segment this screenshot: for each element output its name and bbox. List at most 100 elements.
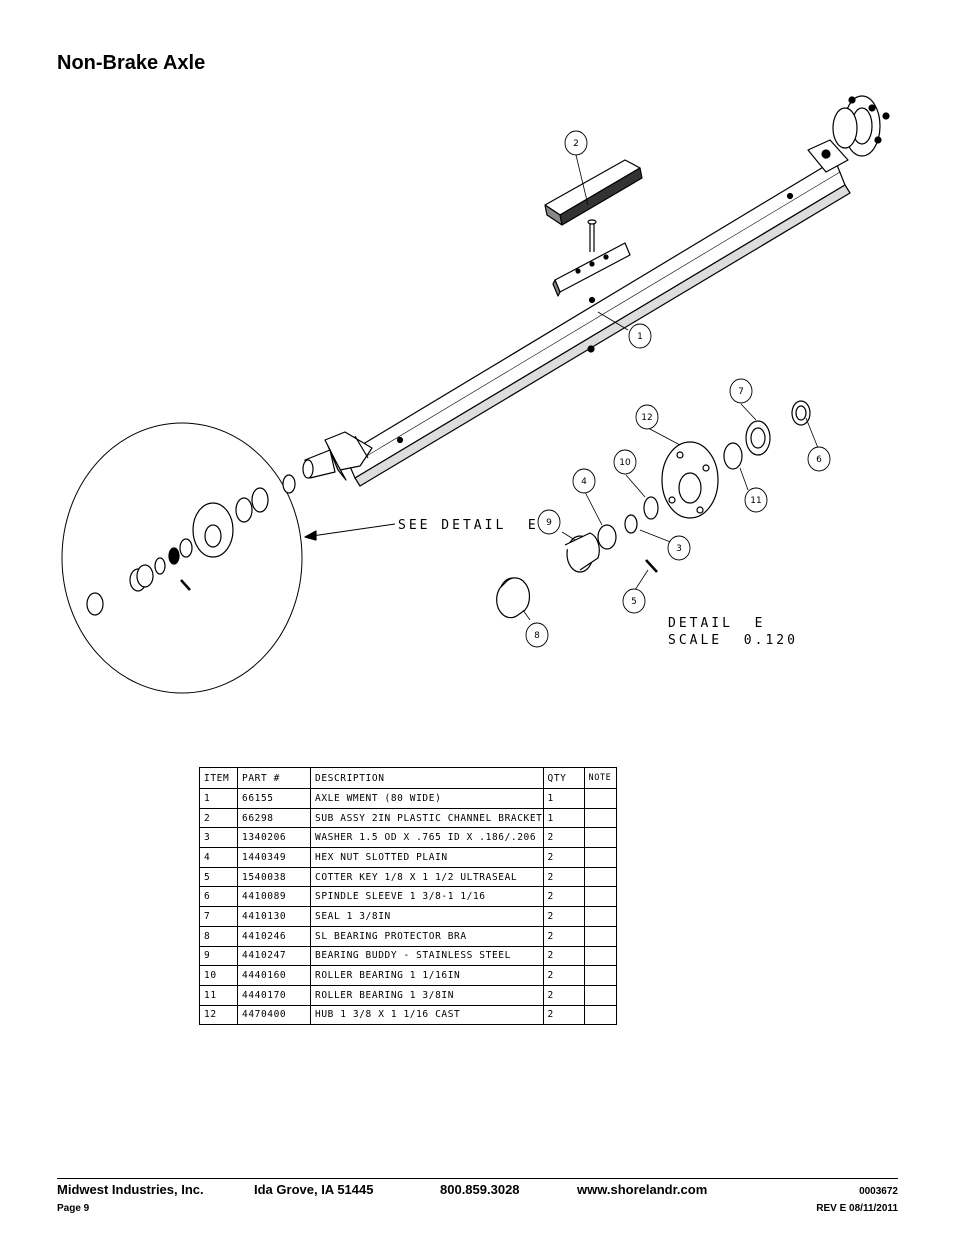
footer-phone: 800.859.3028 [440, 1182, 520, 1197]
balloon-10-label: 10 [619, 458, 631, 468]
cell-qty: 2 [542, 945, 585, 967]
balloon-11-label: 11 [750, 496, 761, 506]
cell-description: HEX NUT SLOTTED PLAIN [310, 847, 544, 868]
cotter-key [645, 559, 658, 573]
cell-description: HUB 1 3/8 X 1 1/16 CAST [310, 1004, 544, 1026]
cell-qty: 2 [542, 925, 585, 947]
cell-note [583, 886, 617, 908]
bearing-outer [643, 496, 659, 520]
cell-qty: 2 [542, 906, 585, 927]
detail-e-label: DETAIL E [668, 616, 765, 631]
balloon-1 [628, 323, 652, 349]
balloon-9 [537, 509, 561, 535]
cell-item: 9 [199, 945, 238, 967]
cell-qty: 2 [542, 827, 585, 849]
bearing-protector [496, 577, 531, 619]
cell-part-number: 4470400 [237, 1004, 311, 1026]
cell-note [583, 807, 617, 829]
cell-qty: 2 [542, 847, 585, 868]
cell-note [583, 866, 617, 888]
cell-description: COTTER KEY 1/8 X 1 1/2 ULTRASEAL [310, 866, 544, 888]
cell-description: ROLLER BEARING 1 1/16IN [310, 965, 544, 986]
footer-company: Midwest Industries, Inc. [57, 1182, 204, 1197]
cell-qty: 2 [542, 1004, 585, 1026]
footer-doc-number: 0003672 [859, 1186, 898, 1197]
cell-part-number: 4410246 [237, 925, 311, 947]
left-spindle [302, 431, 373, 481]
washer [624, 514, 638, 534]
balloon-8-label: 8 [534, 631, 540, 641]
cell-note [583, 788, 617, 809]
cell-part-number: 4410130 [237, 906, 311, 927]
header-item: ITEM [199, 767, 238, 789]
detail-e-parts [496, 400, 811, 619]
cell-part-number: 4410089 [237, 886, 311, 908]
balloon-10 [613, 449, 637, 475]
balloon-2-label: 2 [573, 139, 579, 149]
hex-nut [597, 524, 617, 550]
cell-item: 1 [199, 788, 238, 809]
balloon-4 [572, 468, 596, 494]
cell-qty: 2 [542, 866, 585, 888]
balloon-2 [564, 130, 588, 156]
cell-description: SUB ASSY 2IN PLASTIC CHANNEL BRACKET [310, 807, 544, 829]
cell-part-number: 4410247 [237, 945, 311, 967]
cell-item: 2 [199, 807, 238, 829]
cell-qty: 1 [542, 788, 585, 809]
cell-item: 12 [199, 1004, 238, 1026]
cell-part-number: 66155 [237, 788, 311, 809]
cell-qty: 2 [542, 984, 585, 1006]
balloon-5-label: 5 [631, 597, 637, 607]
balloon-3-label: 3 [676, 544, 682, 554]
seal [745, 420, 771, 456]
see-detail-callout: SEE DETAIL E [398, 518, 539, 533]
header-note: NOTE [583, 767, 617, 789]
detail-circle-parts [86, 474, 296, 616]
cell-note [583, 984, 617, 1006]
table-header-row: ITEM PART # DESCRIPTION QTY NOTE [199, 767, 617, 789]
footer-page-number: Page 9 [57, 1203, 90, 1214]
hub [661, 441, 719, 519]
cell-description: ROLLER BEARING 1 3/8IN [310, 984, 544, 1006]
balloon-11 [744, 487, 768, 513]
cell-qty: 1 [542, 807, 585, 829]
cell-item: 8 [199, 925, 238, 947]
balloon-7-label: 7 [738, 387, 744, 397]
cell-description: SPINDLE SLEEVE 1 3/8-1 1/16 [310, 886, 544, 908]
footer-website: www.shorelandr.com [577, 1182, 708, 1197]
balloon-4-label: 4 [581, 477, 587, 487]
cell-part-number: 66298 [237, 807, 311, 829]
cell-note [583, 1004, 617, 1026]
cell-part-number: 1540038 [237, 866, 311, 888]
footer-revision: REV E 08/11/2011 [816, 1203, 898, 1214]
header-qty: QTY [542, 767, 585, 789]
cell-qty: 2 [542, 965, 585, 986]
detail-e-scale: SCALE 0.120 [668, 633, 798, 648]
cell-note [583, 847, 617, 868]
cell-part-number: 1440349 [237, 847, 311, 868]
cell-description: AXLE WMENT (80 WIDE) [310, 788, 544, 809]
plastic-channel-bracket [544, 159, 643, 353]
cell-description: BEARING BUDDY - STAINLESS STEEL [310, 945, 544, 967]
cell-item: 11 [199, 984, 238, 1006]
balloon-7 [729, 378, 753, 404]
balloon-6 [807, 446, 831, 472]
cell-note [583, 945, 617, 967]
right-end-hub [807, 95, 890, 173]
cell-item: 3 [199, 827, 238, 849]
balloon-6-label: 6 [816, 455, 822, 465]
balloon-9-label: 9 [546, 518, 552, 528]
balloon-5 [622, 588, 646, 614]
detail-circle [61, 422, 303, 694]
balloon-12-label: 12 [641, 413, 652, 423]
cell-note [583, 965, 617, 986]
